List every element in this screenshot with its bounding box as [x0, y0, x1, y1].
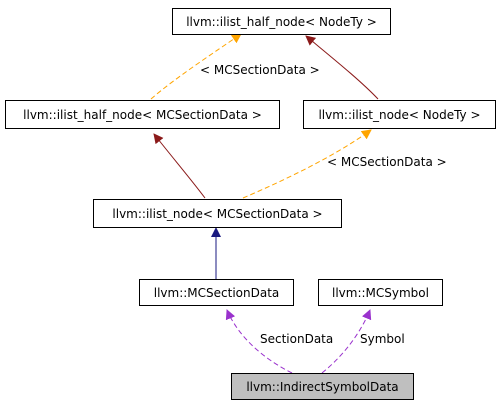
- edge-template-half-node: [150, 33, 242, 100]
- node-label: llvm::ilist_half_node< NodeTy >: [186, 15, 377, 29]
- edge-label-symbol: Symbol: [360, 332, 405, 346]
- node-ilist-node-mcsectiondata[interactable]: llvm::ilist_node< MCSectionData >: [93, 199, 342, 228]
- node-label: llvm::ilist_node< MCSectionData >: [112, 207, 322, 221]
- edge-inherit-node-mcsectiondata: [153, 133, 206, 199]
- edge-inherit-node-nodety: [305, 35, 379, 100]
- node-label: llvm::MCSectionData: [154, 286, 280, 300]
- node-label: llvm::MCSymbol: [332, 286, 429, 300]
- node-label: llvm::ilist_half_node< MCSectionData >: [23, 108, 262, 122]
- edge-usage-symbol: [321, 309, 372, 374]
- node-ilist-half-node-nodety[interactable]: llvm::ilist_half_node< NodeTy >: [172, 8, 391, 35]
- edge-label-template-half-node: < MCSectionData >: [200, 63, 320, 77]
- edge-label-template-ilist-node: < MCSectionData >: [327, 155, 447, 169]
- node-mcsymbol[interactable]: llvm::MCSymbol: [318, 279, 443, 306]
- node-ilist-half-node-mcsectiondata[interactable]: llvm::ilist_half_node< MCSectionData >: [5, 100, 280, 129]
- node-mcsectiondata[interactable]: llvm::MCSectionData: [139, 279, 294, 306]
- node-indirectsymboldata[interactable]: llvm::IndirectSymbolData: [231, 373, 414, 400]
- node-label: llvm::ilist_node< NodeTy >: [318, 108, 480, 122]
- edge-label-section-data: SectionData: [260, 332, 333, 346]
- node-label: llvm::IndirectSymbolData: [246, 380, 398, 394]
- edge-usage-section-data: [225, 309, 293, 374]
- edge-template-ilist-node: [242, 129, 372, 199]
- node-ilist-node-nodety[interactable]: llvm::ilist_node< NodeTy >: [303, 100, 496, 129]
